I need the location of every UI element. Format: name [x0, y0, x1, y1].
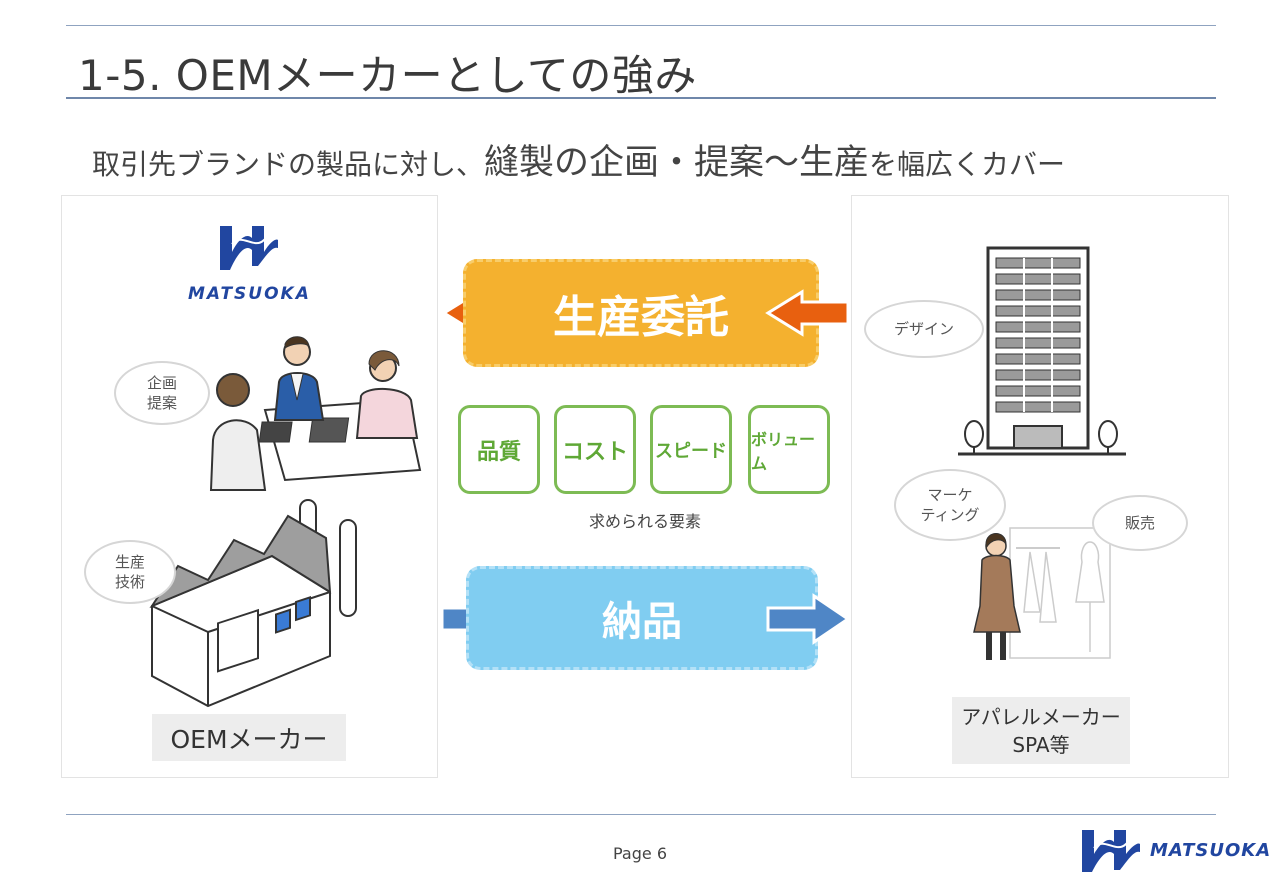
office-building-icon — [958, 246, 1126, 456]
bubble-planning-proposal: 企画 提案 — [114, 361, 210, 425]
page-title: 1-5. OEMメーカーとしての強み — [78, 51, 697, 100]
requirements-caption: 求められる要素 — [588, 512, 701, 531]
delivery-band: 納品 — [466, 566, 818, 670]
delivery-arrow-right-icon — [766, 593, 851, 645]
production-commission-band: 生産委託 — [463, 259, 819, 367]
footer-matsuoka-logo-mark-icon — [1082, 830, 1141, 872]
top-rule — [66, 25, 1216, 26]
footer-rule — [66, 814, 1216, 815]
requirement-volume: ボリューム — [748, 405, 830, 494]
requirement-speed: スピード — [650, 405, 732, 494]
footer-matsuoka-logo-text: MATSUOKA — [1150, 840, 1272, 861]
commission-arrow-in-icon — [765, 289, 850, 337]
bubble-design: デザイン — [864, 300, 984, 358]
page-number: Page 6 — [613, 844, 667, 863]
requirement-cost: コスト — [554, 405, 636, 494]
oem-maker-label: OEMメーカー — [152, 714, 346, 761]
bubble-sales: 販売 — [1092, 495, 1188, 551]
factory-illustration-icon — [149, 499, 357, 708]
apparel-maker-label: アパレルメーカー SPA等 — [952, 697, 1130, 764]
apparel-store-illustration-icon — [973, 527, 1111, 660]
bubble-marketing: マーケ ティング — [894, 469, 1006, 541]
matsuoka-logo-text: MATSUOKA — [188, 284, 311, 304]
bubble-production-technology: 生産 技術 — [84, 540, 176, 604]
page-subtitle: 取引先ブランドの製品に対し、縫製の企画・提案～生産を幅広くカバー — [92, 134, 1065, 185]
subtitle-part-2: 縫製の企画・提案～生産 — [484, 143, 870, 183]
title-underline — [66, 97, 1216, 99]
subtitle-part-1: 取引先ブランドの製品に対し、 — [92, 148, 485, 181]
requirement-quality: 品質 — [458, 405, 540, 494]
subtitle-part-3: を幅広くカバー — [869, 148, 1066, 181]
meeting-illustration-icon — [209, 336, 422, 491]
matsuoka-logo-mark-icon — [220, 226, 279, 270]
